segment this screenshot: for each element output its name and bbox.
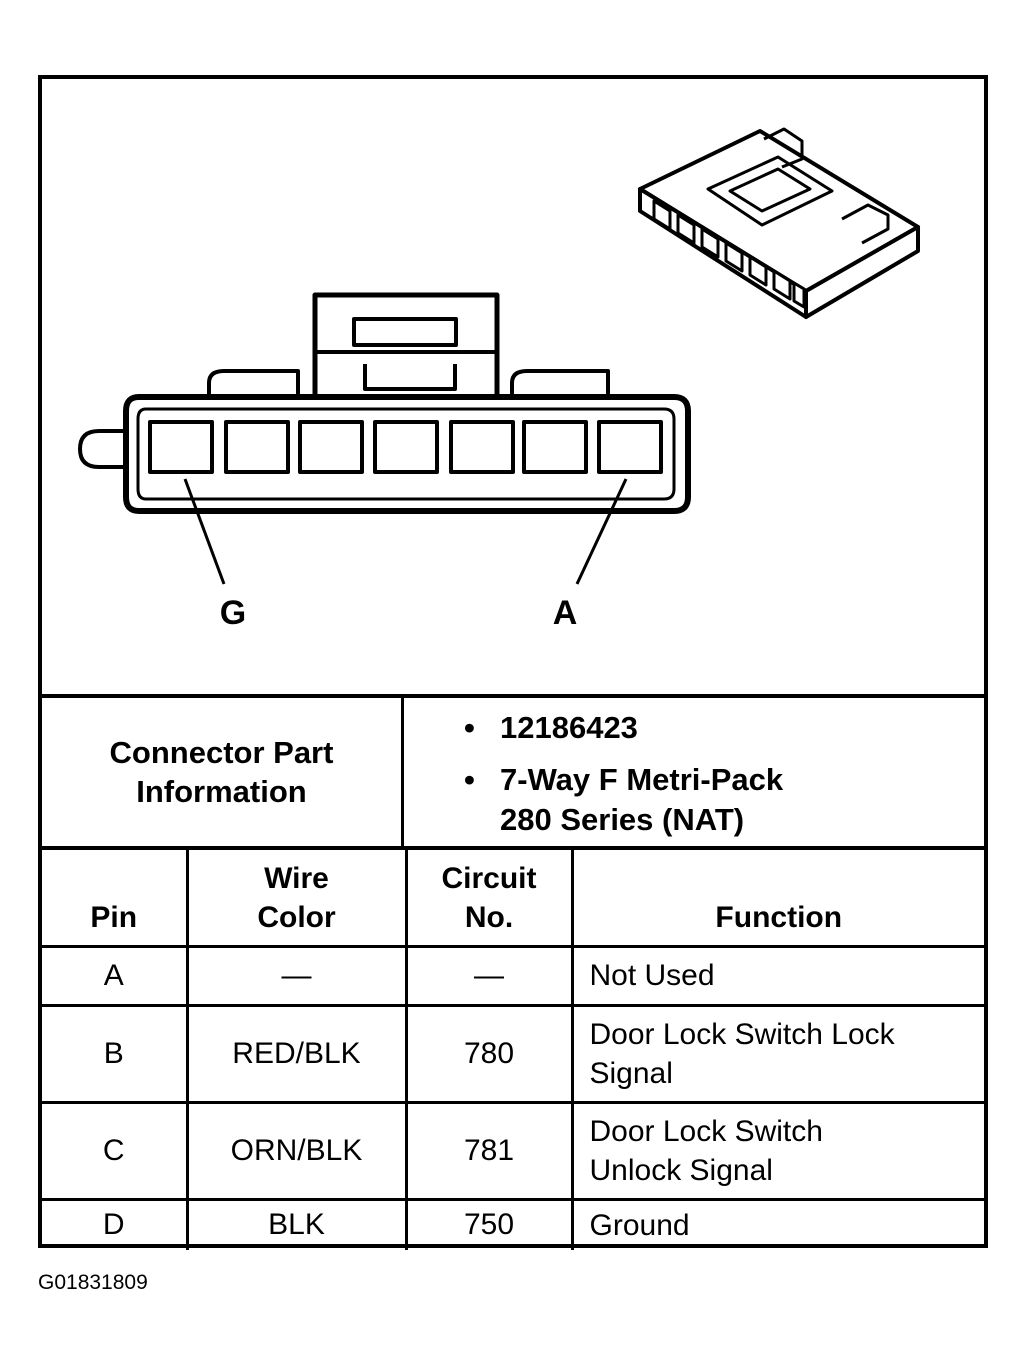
pin-cell: A bbox=[42, 944, 189, 1007]
pin-cell: D bbox=[42, 1197, 189, 1250]
pin-cell: C bbox=[42, 1100, 189, 1201]
table-row: A — — Not Used bbox=[42, 944, 984, 1007]
wire-color-cell: ORN/BLK bbox=[185, 1100, 408, 1201]
function-cell: Not Used bbox=[570, 944, 984, 1007]
connector-tab bbox=[78, 429, 126, 469]
function-cell: Door Lock Switch Unlock Signal bbox=[570, 1100, 984, 1201]
latch-window bbox=[352, 317, 458, 347]
iso-side-face bbox=[804, 225, 920, 319]
header-circuit-line1: Circuit bbox=[441, 861, 537, 895]
circuit-cell: 780 bbox=[404, 1003, 574, 1104]
leader-line-a bbox=[575, 478, 628, 585]
header-circuit-line2: No. bbox=[464, 900, 514, 934]
pin-cavity-g bbox=[148, 420, 214, 474]
table-row: B RED/BLK 780 Door Lock Switch Lock Sign… bbox=[42, 1003, 984, 1104]
wire-color-cell: RED/BLK bbox=[185, 1003, 408, 1104]
pin-table: Pin Wire Color Circuit No. Function A — … bbox=[42, 846, 984, 1250]
connector-left-bump bbox=[207, 369, 300, 397]
part-label-line1: Connector Part bbox=[109, 735, 334, 770]
function-line: Not Used bbox=[589, 959, 715, 992]
function-cell: Door Lock Switch Lock Signal bbox=[570, 1003, 984, 1104]
connector-part-info-section: Connector Part Information • 12186423 • … bbox=[42, 694, 984, 846]
table-row: C ORN/BLK 781 Door Lock Switch Unlock Si… bbox=[42, 1100, 984, 1201]
pin-cavity-a bbox=[597, 420, 663, 474]
part-description-line1: 7-Way F Metri-Pack bbox=[500, 762, 784, 797]
pin-cavity-d bbox=[373, 420, 439, 474]
circuit-cell: — bbox=[404, 944, 574, 1007]
part-info-list: • 12186423 • 7-Way F Metri-Pack 280 Seri… bbox=[464, 708, 783, 840]
iso-tab-right bbox=[841, 203, 890, 245]
connector-frame: G A Connector Part bbox=[38, 75, 988, 1250]
part-description-item: • 7-Way F Metri-Pack bbox=[464, 760, 783, 800]
pin-label-a: A bbox=[553, 594, 578, 632]
iso-cavities bbox=[652, 199, 806, 309]
iso-tab-top bbox=[763, 127, 804, 169]
function-line: Unlock Signal bbox=[589, 1153, 773, 1187]
header-wire-color: Wire Color bbox=[185, 846, 408, 948]
figure-id: G01831809 bbox=[38, 1271, 148, 1294]
pin-cavity-e bbox=[298, 420, 364, 474]
part-number: 12186423 bbox=[500, 710, 638, 745]
pin-cell: B bbox=[42, 1003, 189, 1104]
header-function: Function bbox=[570, 846, 984, 948]
connector-right-bump bbox=[510, 369, 610, 397]
pin-cavity-c bbox=[449, 420, 515, 474]
header-pin: Pin bbox=[42, 846, 189, 948]
pin-cavity-f bbox=[224, 420, 290, 474]
part-description-line2: 280 Series (NAT) bbox=[500, 802, 745, 837]
header-wire-color-line1: Wire bbox=[264, 861, 329, 895]
part-label-line2: Information bbox=[136, 774, 307, 809]
connector-body bbox=[123, 394, 691, 514]
function-line: Door Lock Switch bbox=[589, 1114, 823, 1148]
connector-diagram: G A bbox=[78, 127, 920, 632]
circuit-cell: 750 bbox=[404, 1197, 574, 1250]
bullet: • bbox=[464, 710, 475, 745]
connector-inner-rim bbox=[136, 407, 676, 501]
latch-detail bbox=[315, 350, 497, 391]
pin-label-g: G bbox=[220, 594, 246, 632]
header-wire-color-line2: Color bbox=[257, 900, 336, 934]
function-line: Ground bbox=[589, 1208, 690, 1242]
function-line: Signal bbox=[589, 1056, 673, 1090]
iso-latch-detail bbox=[728, 167, 812, 213]
function-cell: Ground bbox=[570, 1197, 984, 1250]
circuit-cell: 781 bbox=[404, 1100, 574, 1201]
connector-iso-view bbox=[638, 127, 920, 319]
header-circuit-no: Circuit No. bbox=[404, 846, 574, 948]
connector-front-view bbox=[78, 292, 691, 585]
function-line: Door Lock Switch Lock bbox=[589, 1017, 895, 1051]
wire-color-cell: — bbox=[185, 944, 408, 1007]
pin-cavity-b bbox=[522, 420, 588, 474]
table-row: D BLK 750 Ground bbox=[42, 1197, 984, 1250]
connector-part-info-label: Connector Part Information bbox=[42, 698, 404, 846]
wire-color-cell: BLK bbox=[185, 1197, 408, 1250]
bullet: • bbox=[464, 762, 475, 797]
part-number-item: • 12186423 bbox=[464, 708, 783, 748]
connector-latch bbox=[312, 292, 500, 397]
pin-table-header: Pin Wire Color Circuit No. Function bbox=[42, 846, 984, 948]
leader-line-g bbox=[183, 478, 226, 585]
